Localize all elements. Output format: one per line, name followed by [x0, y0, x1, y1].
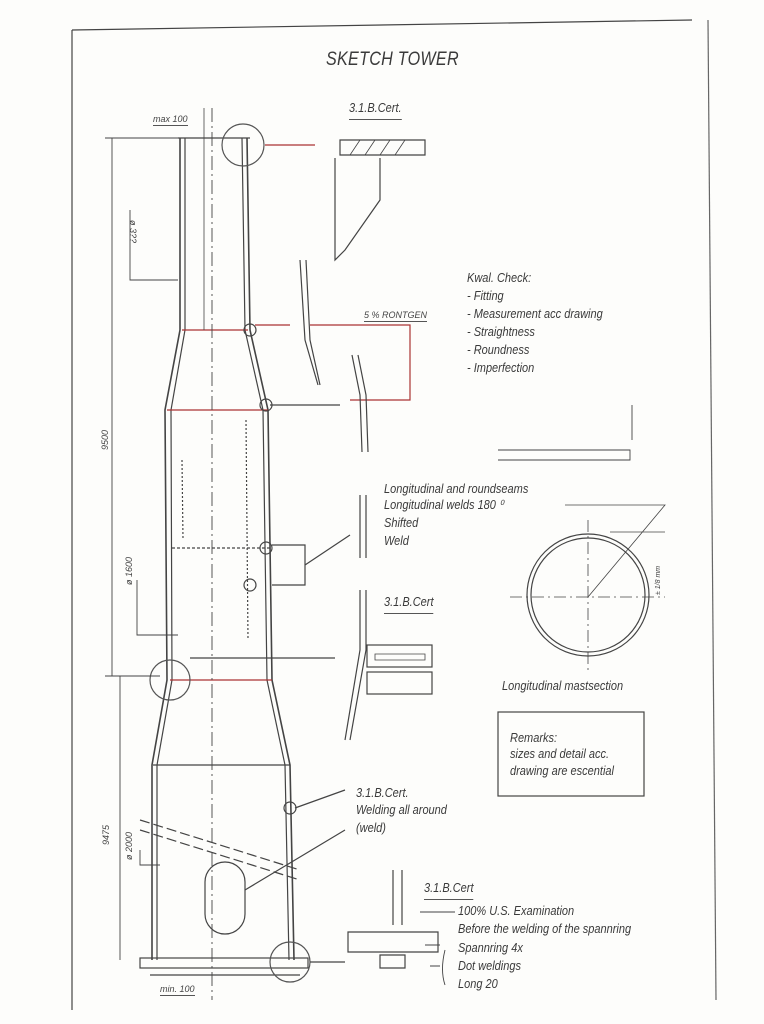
- remarks-box: [497, 711, 645, 797]
- page-title: SKETCH TOWER: [326, 49, 459, 70]
- base-note-cert: 3.1.B.Cert: [424, 880, 474, 900]
- dim-ring-tolerance: ± 1/8 mm: [655, 565, 662, 595]
- dim-dia-top: [129, 210, 178, 281]
- dim-dia-bottom-label: ø 2000: [124, 831, 134, 860]
- tower-outline-right-inner: [241, 137, 290, 961]
- dim-min-bottom: min. 100: [160, 984, 195, 996]
- section-label: Longitudinal mastsection: [502, 679, 624, 693]
- leader-long: [272, 534, 351, 586]
- tower-outline-left-inner: [156, 138, 186, 960]
- detail-circle-base: [269, 941, 311, 983]
- detail-circle-top: [221, 123, 265, 167]
- kwal-check-heading: Kwal. Check:: [467, 271, 532, 285]
- cert-top: 3.1.B.Cert.: [349, 100, 402, 120]
- detail-seam-3: [359, 495, 367, 558]
- dim-dia-mid-label: ø 1600: [124, 556, 134, 585]
- door-note-line: (weld): [356, 821, 386, 835]
- seams-line: Weld: [384, 534, 409, 548]
- base-note-line: 100% U.S. Examination: [458, 904, 575, 918]
- kwal-check-item: - Roundness: [467, 343, 530, 357]
- dim-height-total: 9500: [100, 429, 110, 450]
- detail-kwal: [498, 405, 633, 461]
- kwal-check-item: - Imperfection: [467, 361, 535, 375]
- base-plate: [139, 957, 309, 969]
- seams-line: Shifted: [384, 516, 419, 530]
- door-opening: [204, 861, 246, 935]
- frame-right: [707, 19, 717, 1001]
- detail-spannring: [344, 590, 367, 741]
- door-note-line: 3.1.B.Cert.: [356, 786, 409, 800]
- tower-outline-right: [246, 137, 295, 961]
- long-weld: [245, 419, 249, 641]
- dim-dia-top-label: ø 3??: [128, 220, 138, 244]
- remarks-heading: Remarks:: [510, 731, 558, 745]
- dim-height-lower: 9475: [101, 824, 111, 845]
- kwal-check-item: - Measurement acc drawing: [467, 307, 603, 321]
- remarks-line: drawing are escential: [510, 764, 614, 778]
- frame-top: [71, 19, 693, 31]
- detail-circle-mid: [149, 659, 191, 701]
- tower-outline-left: [151, 138, 181, 960]
- seams-line: Longitudinal and roundseams: [384, 482, 529, 496]
- dim-max-top: max 100: [153, 114, 188, 126]
- detail-seam-2: [351, 354, 369, 453]
- dim-dia-mid: [136, 580, 178, 636]
- base-note-line: Spannring 4x: [458, 941, 523, 955]
- base-note-line: Dot weldings: [458, 959, 521, 973]
- detail-seam-1: [299, 259, 321, 386]
- kwal-check-item: - Straightness: [467, 325, 535, 339]
- rontgen-label: 5 % RONTGEN: [364, 310, 428, 322]
- long-weld-2: [181, 459, 184, 541]
- door-note-line: Welding all around: [356, 803, 447, 817]
- remarks-line: sizes and detail acc.: [510, 747, 610, 761]
- detail-base: [347, 870, 439, 969]
- dim-left-total: [105, 137, 178, 677]
- kwal-check-item: - Fitting: [467, 289, 504, 303]
- leader-seam: [255, 324, 411, 401]
- base-note-line: Before the welding of the spannring: [458, 922, 632, 936]
- dim-dia-bottom: [139, 850, 160, 866]
- leader-door: [244, 789, 346, 891]
- cert-mid: 3.1.B.Cert: [384, 594, 434, 614]
- detail-flange: [334, 139, 426, 262]
- seams-line: Longitudinal welds 180 ⁰: [384, 498, 504, 512]
- base-note-line: Long 20: [458, 977, 498, 991]
